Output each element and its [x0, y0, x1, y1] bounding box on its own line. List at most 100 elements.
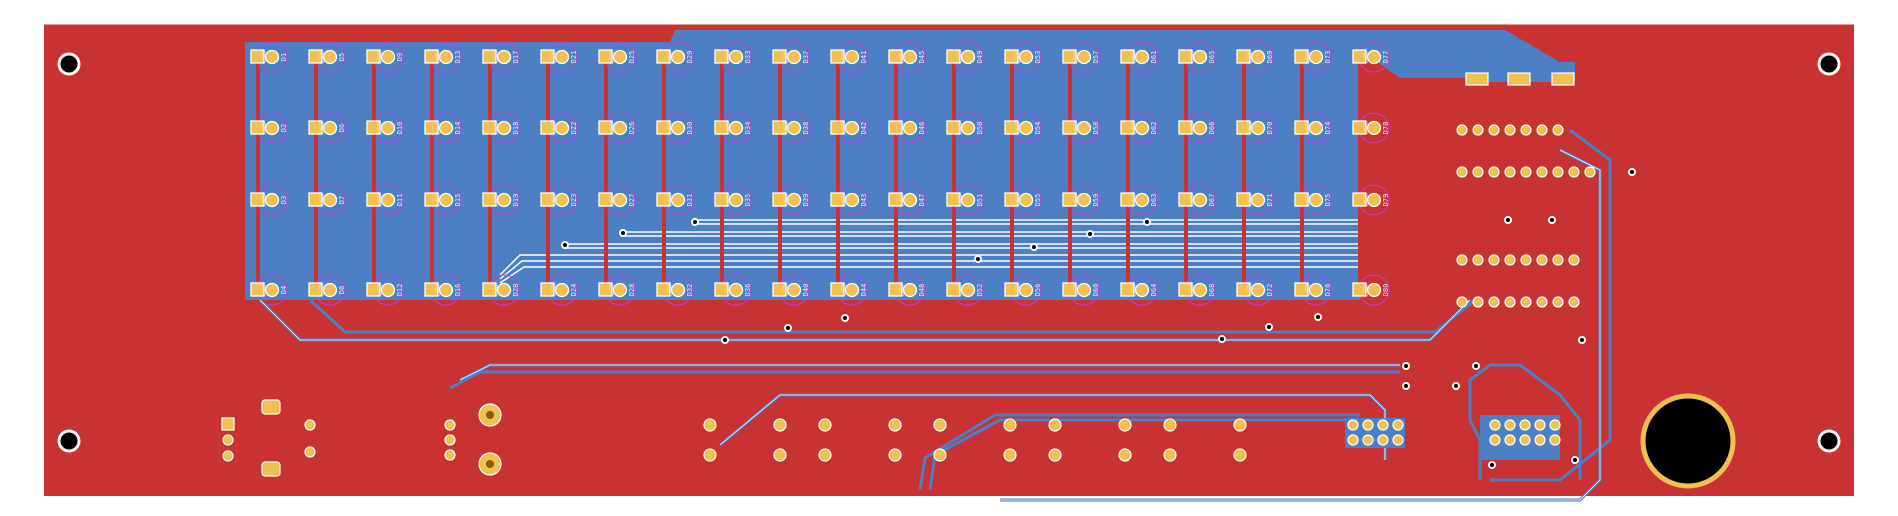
svg-text:LED: LED [608, 51, 616, 64]
svg-text:D69: D69 [1266, 51, 1274, 64]
svg-text:LED: LED [1188, 284, 1196, 297]
svg-text:LED: LED [318, 284, 326, 297]
svg-text:D79: D79 [1382, 194, 1390, 207]
svg-text:LED: LED [1304, 51, 1312, 64]
svg-text:D57: D57 [1092, 51, 1100, 64]
svg-text:D63: D63 [1150, 194, 1158, 207]
svg-text:D36: D36 [744, 284, 752, 297]
svg-text:D12: D12 [396, 284, 404, 297]
mounting-hole-bottom-left [57, 429, 81, 453]
svg-text:LED: LED [376, 194, 384, 207]
svg-text:LED: LED [666, 51, 674, 64]
svg-text:D26: D26 [628, 122, 636, 135]
svg-text:LED: LED [724, 194, 732, 207]
svg-text:LED: LED [1304, 284, 1312, 297]
svg-text:D46: D46 [918, 122, 926, 135]
svg-text:LED: LED [956, 51, 964, 64]
svg-text:D56: D56 [1034, 284, 1042, 297]
svg-text:LED: LED [1072, 122, 1080, 135]
svg-text:LED: LED [608, 122, 616, 135]
svg-text:LED: LED [1130, 51, 1138, 64]
svg-text:LED: LED [956, 194, 964, 207]
mounting-hole-top-right [1817, 52, 1841, 76]
led-matrix: D1LEDD2LEDD3LEDD4LEDD5LEDD6LEDD7LEDD8LED… [250, 41, 1390, 306]
svg-text:D32: D32 [686, 284, 694, 297]
svg-text:D44: D44 [860, 284, 868, 297]
svg-text:LED: LED [550, 284, 558, 297]
svg-text:LED: LED [1246, 284, 1254, 297]
led-d49: D49 LED [946, 41, 984, 73]
svg-text:LED: LED [376, 51, 384, 64]
right-header-rows [1456, 72, 1596, 308]
svg-text:D74: D74 [1324, 122, 1332, 135]
svg-text:D68: D68 [1208, 284, 1216, 297]
svg-text:LED: LED [492, 194, 500, 207]
svg-text:LED: LED [376, 284, 384, 297]
svg-text:LED: LED [1304, 122, 1312, 135]
svg-text:LED: LED [1188, 122, 1196, 135]
bus-lines [499, 219, 1360, 284]
led-d36: D36 LED [714, 274, 752, 306]
svg-text:D60: D60 [1092, 284, 1100, 297]
svg-text:D22: D22 [570, 122, 578, 135]
svg-text:LED: LED [1362, 284, 1370, 297]
led-d56: D56 LED [1004, 274, 1042, 306]
svg-text:LED: LED [260, 284, 268, 297]
svg-text:LED: LED [666, 284, 674, 297]
svg-text:D10: D10 [396, 122, 404, 135]
svg-text:D65: D65 [1208, 51, 1216, 64]
svg-text:LED: LED [898, 122, 906, 135]
svg-text:D5: D5 [338, 53, 346, 61]
svg-text:D37: D37 [802, 51, 810, 64]
svg-text:D7: D7 [338, 196, 346, 204]
svg-text:D54: D54 [1034, 122, 1042, 135]
svg-text:LED: LED [956, 284, 964, 297]
svg-text:D50: D50 [976, 122, 984, 135]
svg-text:D29: D29 [686, 51, 694, 64]
svg-text:LED: LED [724, 284, 732, 297]
svg-text:D27: D27 [628, 194, 636, 207]
svg-text:LED: LED [1246, 122, 1254, 135]
led-d26: D26 LED [598, 112, 636, 144]
svg-text:D49: D49 [976, 51, 984, 64]
svg-text:LED: LED [1014, 284, 1022, 297]
svg-text:LED: LED [260, 122, 268, 135]
svg-text:D6: D6 [338, 124, 346, 132]
svg-text:LED: LED [1246, 51, 1254, 64]
svg-text:LED: LED [1072, 51, 1080, 64]
svg-text:D78: D78 [1382, 122, 1390, 135]
svg-text:D73: D73 [1324, 51, 1332, 64]
svg-text:D34: D34 [744, 122, 752, 135]
led-d68: D68 LED [1178, 274, 1216, 306]
vias [561, 168, 1636, 469]
svg-text:LED: LED [840, 284, 848, 297]
svg-text:D23: D23 [570, 194, 578, 207]
svg-text:LED: LED [840, 51, 848, 64]
header-top-three [1465, 72, 1575, 86]
dual-header [1345, 418, 1405, 448]
svg-text:D42: D42 [860, 122, 868, 135]
svg-text:D20: D20 [512, 284, 520, 297]
